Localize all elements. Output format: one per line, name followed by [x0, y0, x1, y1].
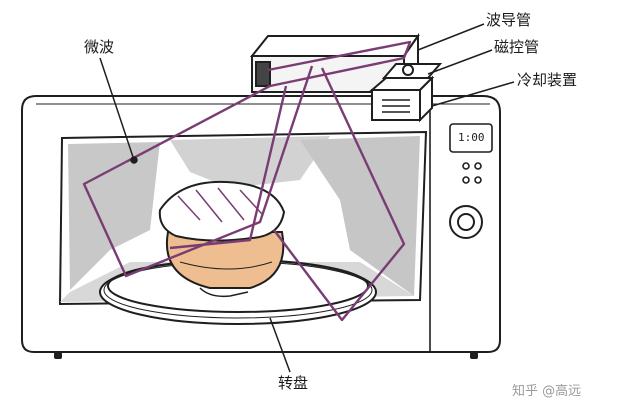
leader-mag: [427, 49, 493, 75]
button-2: [474, 162, 482, 170]
watermark: 知乎 @高远: [512, 384, 582, 399]
label-magnetron: 磁控管: [494, 38, 540, 56]
knob-outer: [449, 205, 483, 239]
label-turntable: 转盘: [278, 374, 309, 392]
leader-wave-dot: [130, 156, 138, 164]
wave-path-main: [82, 40, 412, 278]
leader-lines: [99, 23, 515, 373]
button-3: [462, 176, 470, 184]
cooling-device: [369, 75, 435, 123]
control-panel: [429, 104, 493, 352]
button-4: [474, 176, 482, 184]
leader-plate: [269, 317, 291, 373]
wave-paths: [82, 40, 412, 322]
label-waveguide: 波导管: [486, 11, 532, 29]
cavity-shadow-top: [170, 136, 330, 188]
label-microwave: 微波: [84, 38, 115, 56]
waveguide-dark-end: [255, 61, 271, 87]
cavity-shadow-right: [300, 136, 420, 296]
leader-cool: [431, 81, 515, 107]
clock-readout: 1:00: [458, 131, 485, 144]
oven-feet: [54, 352, 478, 359]
clock-display: [449, 123, 493, 153]
wave-path-mid: [169, 85, 288, 250]
leader-wave: [99, 57, 135, 161]
label-cooling-device: 冷却装置: [517, 71, 578, 89]
leader-guide: [417, 23, 485, 51]
button-1: [462, 162, 470, 170]
wave-path-right: [273, 67, 406, 322]
knob-inner: [457, 213, 475, 231]
